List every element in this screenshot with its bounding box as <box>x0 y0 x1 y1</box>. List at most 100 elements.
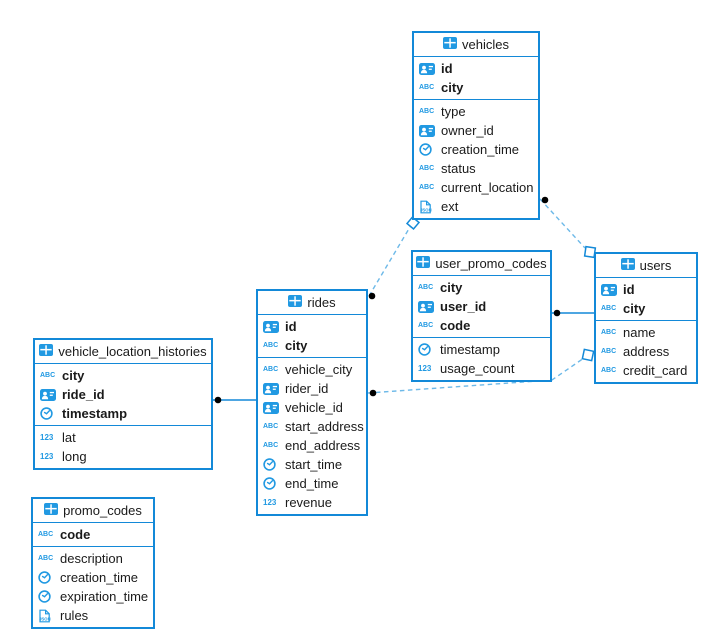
column-label: vehicle_city <box>285 362 353 377</box>
column-start_time[interactable]: start_time <box>258 455 366 474</box>
table-icon <box>44 503 59 518</box>
column-label: code <box>440 318 471 333</box>
column-city[interactable]: ABC city <box>258 336 366 355</box>
json-icon: JSON <box>38 609 56 623</box>
relation-line[interactable] <box>368 226 411 297</box>
abc-text-icon: ABC <box>601 348 617 355</box>
column-label: rules <box>60 608 89 623</box>
clock-icon <box>263 477 281 490</box>
column-id[interactable]: id <box>414 59 538 78</box>
relation-dot-marker <box>541 196 549 204</box>
id-badge-icon <box>601 283 619 296</box>
table-header[interactable]: user_promo_codes <box>413 252 550 276</box>
column-label: city <box>623 301 646 316</box>
column-timestamp[interactable]: timestamp <box>35 404 211 423</box>
column-label: current_location <box>441 180 534 195</box>
column-label: id <box>285 319 297 334</box>
table-header[interactable]: users <box>596 254 696 278</box>
clock-icon <box>38 590 56 603</box>
column-label: usage_count <box>440 361 515 376</box>
column-label: id <box>441 61 453 76</box>
123-number-icon: 123 <box>40 433 54 442</box>
column-city[interactable]: ABC city <box>596 299 696 318</box>
relation-vehicles-users[interactable] <box>539 196 597 259</box>
column-vehicle_id[interactable]: vehicle_id <box>258 398 366 417</box>
abc-text-icon: ABC <box>419 165 435 172</box>
clock-icon <box>40 407 58 420</box>
column-id[interactable]: id <box>258 317 366 336</box>
relation-line[interactable] <box>367 357 585 394</box>
abc-text-icon: ABC <box>38 555 54 562</box>
column-label: timestamp <box>62 406 128 421</box>
table-header[interactable]: promo_codes <box>33 499 153 523</box>
relation-vehicle_location_histories-rides[interactable] <box>213 396 256 404</box>
clock-icon <box>418 343 436 356</box>
column-rider_id[interactable]: rider_id <box>258 379 366 398</box>
table-header[interactable]: vehicle_location_histories <box>35 340 211 364</box>
abc-text-icon: ABC <box>418 284 434 291</box>
column-label: credit_card <box>623 363 688 378</box>
column-ride_id[interactable]: ride_id <box>35 385 211 404</box>
relation-rides-users[interactable] <box>367 348 595 397</box>
relation-user_promo_codes-users[interactable] <box>552 309 594 317</box>
column-user_id[interactable]: user_id <box>413 297 550 316</box>
column-rules[interactable]: JSON rules <box>33 606 153 625</box>
clock-icon <box>38 571 56 584</box>
id-badge-icon <box>40 388 58 401</box>
column-credit_card[interactable]: ABC credit_card <box>596 361 696 380</box>
clock-icon <box>263 458 281 471</box>
column-lat[interactable]: 123 lat <box>35 428 211 447</box>
column-label: city <box>285 338 308 353</box>
id-badge-icon <box>263 320 281 333</box>
table-icon <box>620 258 635 273</box>
column-owner_id[interactable]: owner_id <box>414 121 538 140</box>
column-id[interactable]: id <box>596 280 696 299</box>
column-creation_time[interactable]: creation_time <box>414 140 538 159</box>
column-timestamp[interactable]: timestamp <box>413 340 550 359</box>
column-label: owner_id <box>441 123 494 138</box>
column-expiration_time[interactable]: expiration_time <box>33 587 153 606</box>
column-label: ext <box>441 199 459 214</box>
relation-line[interactable] <box>539 198 586 249</box>
abc-text-icon: ABC <box>40 372 56 379</box>
table-icon <box>288 295 303 310</box>
123-number-icon: 123 <box>418 364 432 373</box>
abc-text-icon: ABC <box>263 342 279 349</box>
abc-text-icon: ABC <box>601 305 617 312</box>
table-header[interactable]: vehicles <box>414 33 538 57</box>
column-label: lat <box>62 430 76 445</box>
abc-text-icon: ABC <box>601 367 617 374</box>
relation-dot-marker <box>369 389 377 397</box>
table-header[interactable]: rides <box>258 291 366 315</box>
column-end_time[interactable]: end_time <box>258 474 366 493</box>
column-usage_count[interactable]: 123 usage_count <box>413 359 550 378</box>
column-creation_time[interactable]: creation_time <box>33 568 153 587</box>
abc-text-icon: ABC <box>263 442 279 449</box>
